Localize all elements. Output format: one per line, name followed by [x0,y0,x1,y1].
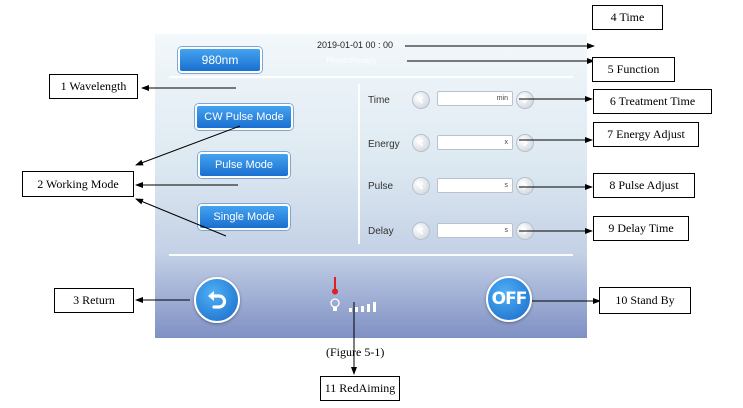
time-unit: min [496,95,508,102]
signal-bars-icon [349,300,389,312]
callout-energy-adjust: 7 Energy Adjust [593,122,699,147]
delay-unit: s [504,227,509,234]
pulse-mode-label: Pulse Mode [214,159,274,171]
callout-red-aiming: 11 RedAiming [320,376,400,401]
pulse-increase-button[interactable] [516,177,534,195]
time-field[interactable]: min [437,91,513,106]
chevron-right-icon [522,139,528,147]
chevron-right-icon [522,96,528,104]
off-label: OFF [491,289,528,309]
chevron-right-icon [522,182,528,190]
single-mode-button[interactable]: Single Mode [198,204,290,230]
wavelength-button[interactable]: 980nm [178,47,262,73]
wavelength-label: 980nm [201,53,239,67]
chevron-left-icon [418,227,424,235]
energy-label: Energy [368,139,400,150]
energy-decrease-button[interactable] [412,134,430,152]
callout-wavelength: 1 Wavelength [49,74,138,99]
device-screen: 2019-01-01 00 : 00 Physiotherapy 980nm C… [155,34,587,338]
datetime-display: 2019-01-01 00 : 00 [317,40,394,50]
figure-caption: (Figure 5-1) [326,345,385,359]
cw-pulse-mode-button[interactable]: CW Pulse Mode [195,104,293,130]
return-button[interactable] [194,277,240,323]
chevron-left-icon [418,139,424,147]
standby-off-button[interactable]: OFF [486,276,532,322]
callout-delay-time: 9 Delay Time [593,216,689,241]
chevron-left-icon [418,182,424,190]
energy-field[interactable]: x [437,135,513,150]
delay-decrease-button[interactable] [412,222,430,240]
time-increase-button[interactable] [516,91,534,109]
thermometer-icon [332,277,338,295]
callout-treatment-time: 6 Treatment Time [593,89,712,114]
vertical-divider [358,84,360,244]
energy-increase-button[interactable] [516,134,534,152]
callout-stand-by: 10 Stand By [599,287,691,314]
return-arrow-icon [208,291,227,309]
callout-working-mode: 2 Working Mode [22,171,134,197]
aiming-bar [349,308,352,312]
pulse-label: Pulse [368,181,394,192]
delay-label: Delay [368,226,394,237]
callout-return: 3 Return [54,288,134,313]
time-decrease-button[interactable] [412,91,430,109]
aiming-bar [367,304,370,312]
pulse-decrease-button[interactable] [412,177,430,195]
bottom-divider [169,254,573,256]
callout-function: 5 Function [592,57,675,82]
lightbulb-icon [330,298,340,311]
callout-time: 4 Time [592,5,663,30]
cw-pulse-mode-label: CW Pulse Mode [204,111,284,123]
pulse-mode-button[interactable]: Pulse Mode [198,152,290,178]
chevron-left-icon [418,96,424,104]
energy-unit: x [504,139,509,146]
top-divider [169,76,573,78]
delay-field[interactable]: s [437,223,513,238]
aiming-bar [355,307,358,312]
aiming-bar [361,306,364,312]
time-label: Time [368,95,390,106]
pulse-field[interactable]: s [437,178,513,193]
callout-pulse-adjust: 8 Pulse Adjust [593,173,695,198]
function-display: Physiotherapy [326,56,377,65]
pulse-unit: s [504,182,509,189]
aiming-bar [373,302,376,312]
single-mode-label: Single Mode [213,211,275,223]
